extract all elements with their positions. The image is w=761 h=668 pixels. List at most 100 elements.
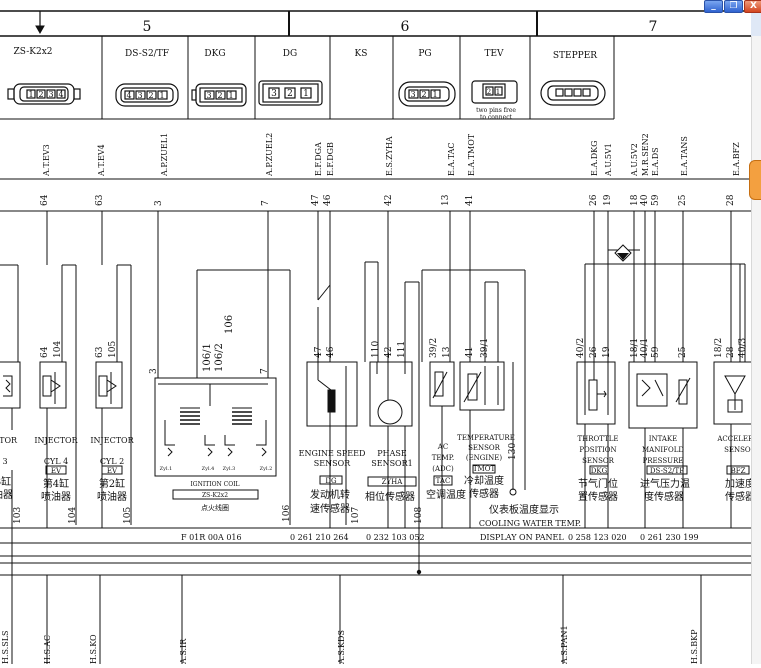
coolant-temp-title3: (ENGINE) <box>466 454 503 462</box>
pin-label: 103 <box>13 507 23 524</box>
ac-temp-title2: TEMP. <box>432 454 454 462</box>
bottom-signal-label: H.S.AC <box>43 635 52 664</box>
coil-pin-name: Zyl.3 <box>223 466 236 472</box>
bottom-signal-label: A.S.PAN1 <box>560 625 569 664</box>
phase-sensor-cn: 相位传感器 <box>365 490 415 503</box>
injector-cyl2-sub: CYL 2 <box>100 457 124 466</box>
floating-side-handle[interactable] <box>749 160 761 200</box>
pin-label: 18/1 <box>630 338 640 358</box>
pin-label: 40/2 <box>576 338 586 358</box>
bottom-signal-label: H.S.BKP <box>690 629 699 664</box>
signal-label: E.A.BFZ <box>732 142 741 176</box>
injector-cyl4-cn2: 喷油器 <box>41 490 71 503</box>
close-button[interactable]: X <box>744 0 761 13</box>
injector-cyl3-cn2: 油器 <box>0 488 13 501</box>
injector-cyl2-code: EV <box>107 467 118 475</box>
phase-sensor-title2: SENSOR1 <box>371 459 412 468</box>
pin-number: 3 <box>48 90 53 99</box>
pin-number: 2 <box>287 89 293 99</box>
part-number: 0 261 230 199 <box>640 533 699 542</box>
connector-name-ks: KS <box>355 49 368 59</box>
coolant-temp-title1: TEMPERATURE <box>457 434 515 442</box>
phase-sensor-title1: PHASE <box>377 449 407 458</box>
column-label-7: 7 <box>649 19 658 35</box>
throttle-cn2: 置传感器 <box>578 490 618 503</box>
ground-rails <box>0 406 751 664</box>
pin-label: 104 <box>53 341 63 358</box>
signal-pin: 59 <box>651 194 661 206</box>
engine-speed-sensor-symbol <box>306 361 358 427</box>
bottom-signal-label: H.S.SLS <box>1 630 10 664</box>
pin-label: 28 <box>726 346 736 358</box>
pin-label: 42 <box>384 347 394 358</box>
pin-number: 2 <box>148 91 153 100</box>
signal-label: E.A.TMOT <box>467 133 476 176</box>
injector-cyl4-title: INJECTOR <box>34 436 78 445</box>
vertical-scrollbar[interactable] <box>751 36 761 664</box>
connector-icon-dg <box>258 80 323 106</box>
connector-icon-zs-k2x2 <box>7 83 81 105</box>
part-number: 0 258 123 020 <box>568 533 627 542</box>
injector-cyl2-title: INJECTOR <box>90 436 134 445</box>
signal-wires <box>0 211 746 575</box>
coil-pin-name: Zyl.4 <box>202 466 215 472</box>
connector-name-dg: DG <box>283 49 297 59</box>
accel-cn1: 加速度 <box>725 477 755 490</box>
ignition-coil-code: ZS-K2x2 <box>202 492 228 499</box>
accel-cn2: 传感器 <box>725 490 755 503</box>
throttle-title3: SENSOR <box>582 457 615 465</box>
signal-bus <box>0 178 751 212</box>
pin-label: 111 <box>397 341 407 358</box>
ac-temp-title3: (ADC) <box>432 465 454 473</box>
pin-number: 2 <box>217 91 222 100</box>
engine-speed-title2: SENSOR <box>314 459 351 468</box>
signal-pin: 47 <box>311 194 321 206</box>
pin-label: 63 <box>95 346 105 358</box>
injector-cyl2-cn2: 喷油器 <box>97 490 127 503</box>
restore-button[interactable]: ❐ <box>724 0 743 13</box>
pin-number: 1 <box>159 91 164 100</box>
ac-temp-cn: 空调温度 <box>426 488 466 501</box>
connector-name-pg: PG <box>418 49 431 59</box>
injector-cyl3-symbol <box>0 361 21 430</box>
ignition-coil-cn: 点火线圈 <box>201 503 229 512</box>
connector-icon-ds-s2-tf <box>115 83 179 107</box>
throttle-title2: POSITION <box>579 446 616 454</box>
signal-pin: 26 <box>589 194 599 206</box>
minimize-button[interactable]: _ <box>704 0 723 13</box>
window-title-strip <box>751 11 761 36</box>
signal-pin: 18 <box>630 194 640 206</box>
accel-title1: ACCELERAT <box>716 435 761 443</box>
connector-name-stepper: STEPPER <box>553 51 597 61</box>
throttle-code: DKG <box>591 467 608 475</box>
accel-title2: SENSOR <box>724 446 757 454</box>
connector-icon-dkg <box>191 83 247 107</box>
injector-cyl4-sub: CYL 4 <box>44 457 68 466</box>
ignition-coil-title: IGNITION COIL <box>190 481 239 488</box>
pin-label: 110 <box>371 341 381 358</box>
pin-number: 2 <box>421 90 426 99</box>
engine-speed-cn1: 发动机转 <box>310 488 350 501</box>
tev-note-line1: two pins free <box>476 107 516 114</box>
signal-label: A.U.5V1 <box>604 143 613 177</box>
signal-label: E.A.TANS <box>680 136 689 176</box>
column-header <box>0 10 751 37</box>
pin-label: 25 <box>678 346 688 358</box>
part-number: F 01R 00A 016 <box>181 533 242 542</box>
injector-cyl2-symbol <box>95 361 123 432</box>
engine-speed-code-box <box>319 475 343 485</box>
pin-label: 130 <box>508 443 518 460</box>
tev-note-line2: to connect <box>480 114 513 121</box>
pin-label: 26 <box>589 346 599 358</box>
intake-title3: PRESSURE <box>643 457 684 465</box>
connector-name-zs-k2x2: ZS-K2x2 <box>13 47 52 57</box>
signal-pin: 28 <box>726 194 736 206</box>
pin-label: 108 <box>414 507 424 524</box>
pin-label: 106/2 <box>214 343 225 372</box>
ac-temp-sensor-symbol <box>429 361 455 486</box>
pin-label: 46 <box>326 346 336 358</box>
connector-icon-tev <box>471 80 518 104</box>
pin-label: 106/1 <box>202 343 213 372</box>
injector-cyl3-sub: 3 <box>2 457 7 466</box>
ignition-coil-symbol <box>154 377 277 500</box>
